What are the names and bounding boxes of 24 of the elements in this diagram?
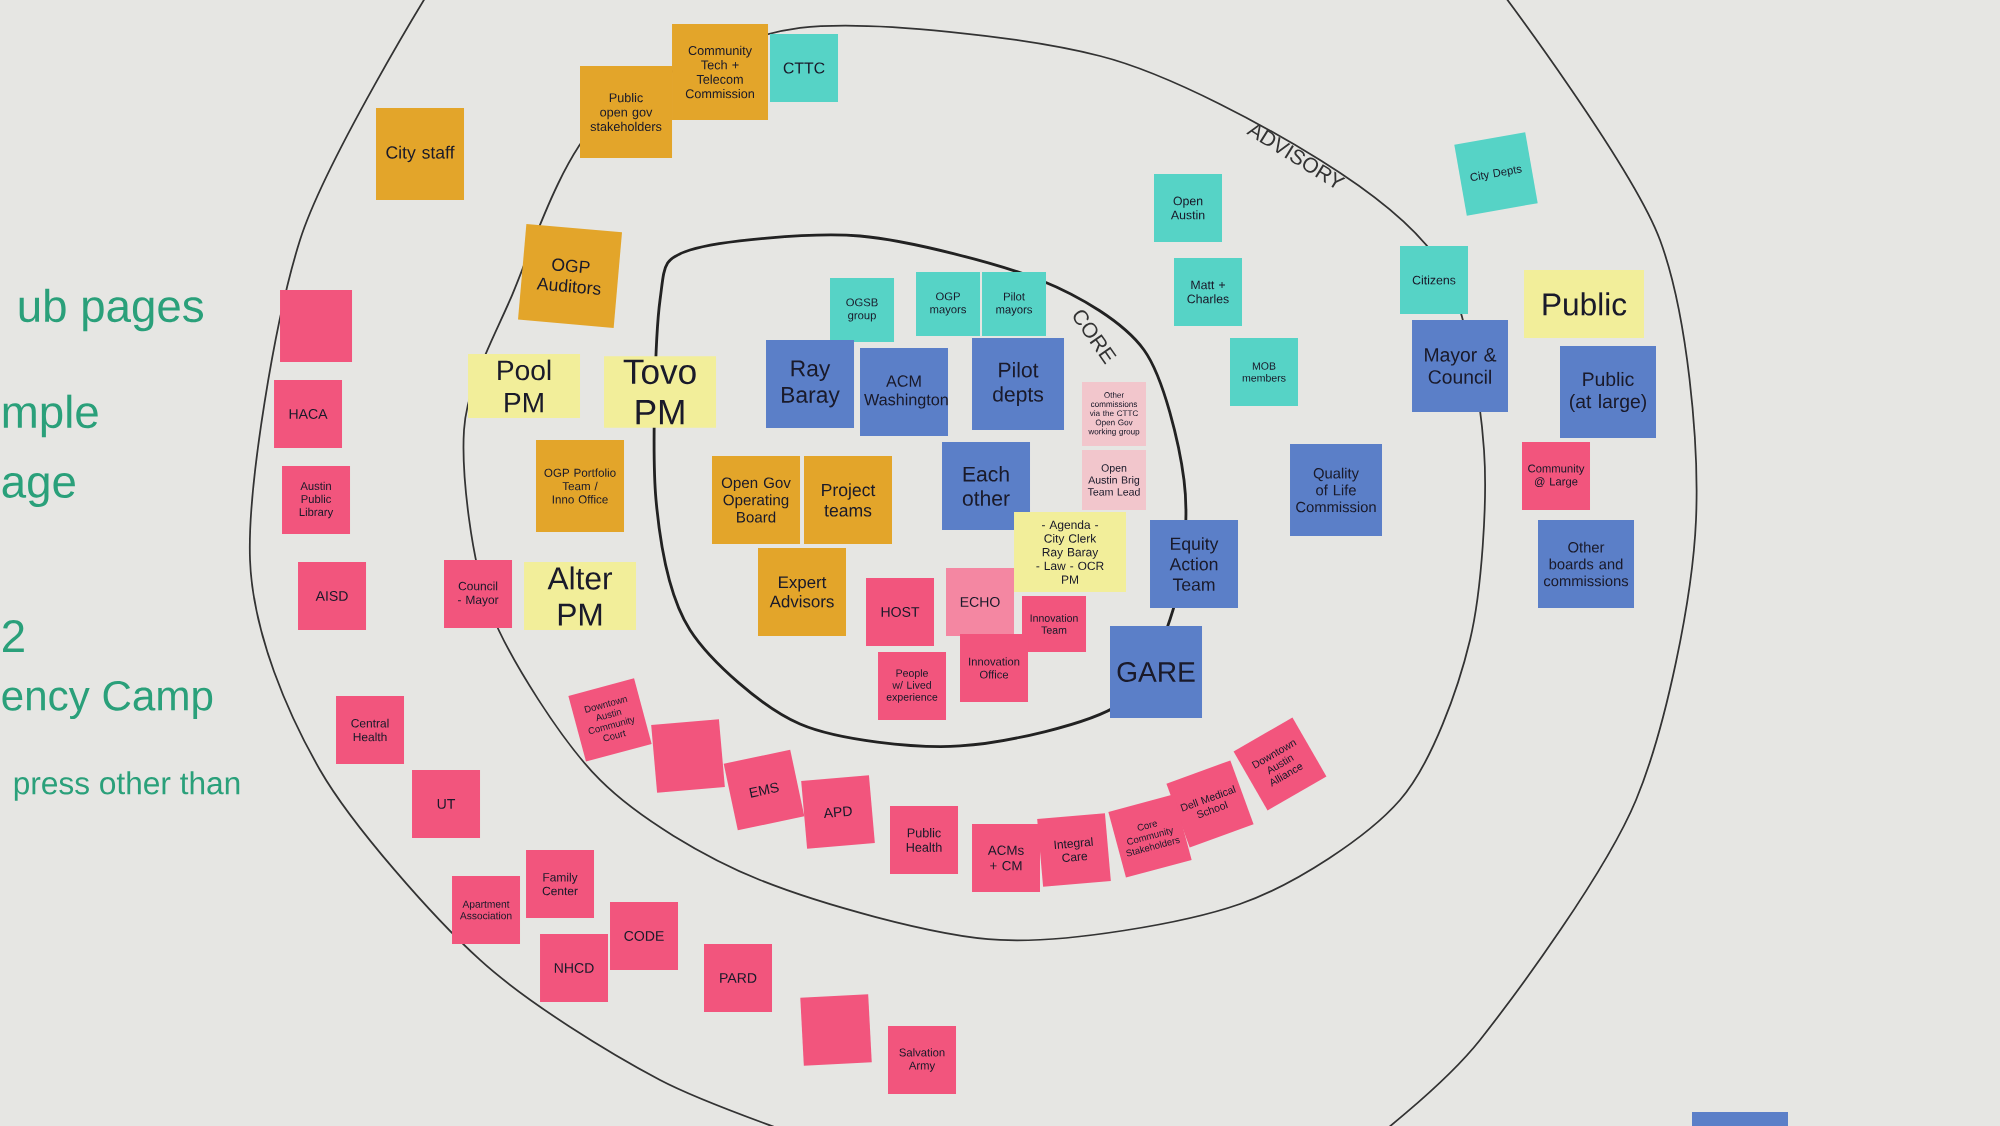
handwritten-label: press other than <box>14 771 240 801</box>
sticky-note: GARE <box>1110 625 1202 718</box>
handwritten-label: ency Camp <box>2 680 213 720</box>
sticky-note <box>651 719 725 793</box>
sticky-note: Mayor & Council <box>1412 319 1508 412</box>
sticky-note: Equity Action Team <box>1150 520 1238 608</box>
sticky-note: Alter PM <box>524 562 636 630</box>
sticky-note: Tovo PM <box>604 356 716 428</box>
sticky-note: ACM Washington <box>860 347 948 436</box>
handwritten-label: age <box>2 472 75 507</box>
handwritten-label: mple <box>3 394 98 438</box>
sticky-note <box>280 289 352 362</box>
sticky-note: Public <box>1524 270 1644 338</box>
sticky-note: Expert Advisors <box>758 548 846 636</box>
sticky-note: City staff <box>376 108 464 200</box>
sticky-note: Ray Baray <box>766 340 854 428</box>
sticky-note: Each other <box>942 442 1030 530</box>
sticky-note: Project teams <box>804 456 892 544</box>
handwritten-label: ub pages <box>19 288 203 332</box>
sticky-note: Pilot depts <box>972 338 1064 430</box>
sticky-note: Public (at large) <box>1560 346 1656 438</box>
handwritten-label: 2 <box>3 620 24 652</box>
sticky-note: OGP Auditors <box>518 224 622 328</box>
sticky-note: Pool PM <box>468 354 580 418</box>
